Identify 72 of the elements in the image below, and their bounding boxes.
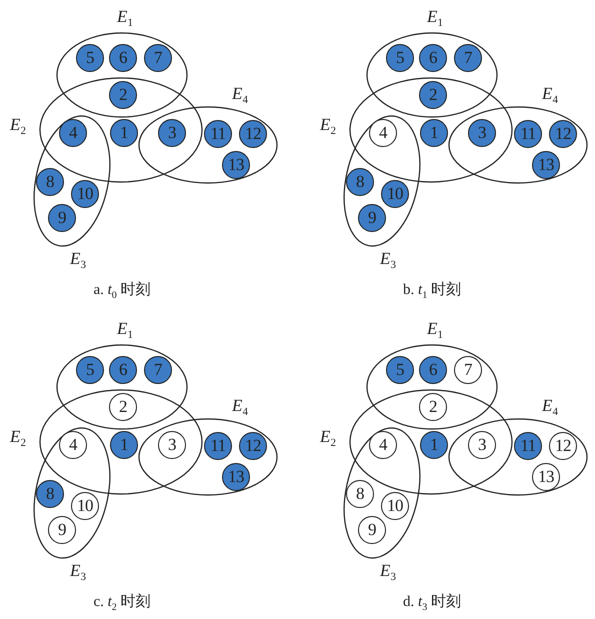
vertex-circle: 1 xyxy=(420,119,448,147)
vertex-circle: 8 xyxy=(346,168,374,196)
vertex-circle: 1 xyxy=(420,431,448,459)
vertex-circle: 4 xyxy=(59,431,87,459)
vertex-circle: 6 xyxy=(109,356,137,384)
vertex-circle: 13 xyxy=(222,463,250,491)
vertex-circle: 9 xyxy=(358,204,386,232)
vertex-circle: 13 xyxy=(532,463,560,491)
hyperedge-label: E$_{2}$ xyxy=(10,426,26,452)
vertex-circle: 3 xyxy=(158,431,186,459)
vertex-circle: 10 xyxy=(71,492,99,520)
hyperedge-label: E$_{3}$ xyxy=(70,248,86,274)
vertex-circle: 11 xyxy=(514,432,542,460)
panel-caption: a. t$_{0}$ 时刻 xyxy=(93,280,151,301)
vertex-circle: 7 xyxy=(144,356,172,384)
vertex-circle: 11 xyxy=(204,120,232,148)
hyperedge-label: E$_{2}$ xyxy=(320,426,336,452)
vertex-circle: 4 xyxy=(369,431,397,459)
vertex-circle: 5 xyxy=(386,44,414,72)
hyperedge-label: E$_{1}$ xyxy=(427,6,443,32)
hyperedge-label: E$_{2}$ xyxy=(10,114,26,140)
vertex-circle: 3 xyxy=(468,431,496,459)
vertex-circle: 2 xyxy=(419,81,447,109)
vertex-circle: 9 xyxy=(48,204,76,232)
vertex-circle: 7 xyxy=(144,44,172,72)
vertex-circle: 8 xyxy=(36,168,64,196)
vertex-circle: 3 xyxy=(158,119,186,147)
hyperedge-label: E$_{1}$ xyxy=(117,318,133,344)
vertex-circle: 4 xyxy=(59,119,87,147)
vertex-circle: 10 xyxy=(71,180,99,208)
vertex-circle: 7 xyxy=(454,44,482,72)
vertex-circle: 2 xyxy=(109,393,137,421)
panel-caption: d. t$_{3}$ 时刻 xyxy=(403,592,461,612)
vertex-circle: 12 xyxy=(239,120,267,148)
vertex-circle: 13 xyxy=(222,151,250,179)
vertex-circle: 6 xyxy=(109,44,137,72)
vertex-circle: 10 xyxy=(381,492,409,520)
vertex-circle: 2 xyxy=(109,81,137,109)
vertex-circle: 6 xyxy=(419,44,447,72)
vertex-circle: 5 xyxy=(386,356,414,384)
hyperedge-label: E$_{4}$ xyxy=(542,84,558,108)
vertex-circle: 4 xyxy=(369,119,397,147)
panel-caption: c. t$_{2}$ 时刻 xyxy=(93,592,151,612)
vertex-circle: 11 xyxy=(514,120,542,148)
vertex-circle: 6 xyxy=(419,356,447,384)
panel-caption: b. t$_{1}$ 时刻 xyxy=(403,280,461,301)
vertex-circle: 13 xyxy=(532,151,560,179)
vertex-circle: 9 xyxy=(48,516,76,544)
hyperedge-label: E$_{1}$ xyxy=(117,6,133,32)
hyperedge-label: E$_{3}$ xyxy=(380,560,396,586)
vertex-circle: 10 xyxy=(381,180,409,208)
vertex-circle: 8 xyxy=(36,480,64,508)
vertex-circle: 2 xyxy=(419,393,447,421)
vertex-circle: 5 xyxy=(76,44,104,72)
vertex-circle: 12 xyxy=(239,432,267,460)
vertex-circle: 12 xyxy=(549,120,577,148)
vertex-circle: 1 xyxy=(110,431,138,459)
vertex-circle: 12 xyxy=(549,432,577,460)
hyperedge-label: E$_{4}$ xyxy=(232,84,248,108)
vertex-circle: 11 xyxy=(204,432,232,460)
hyperedge-label: E$_{2}$ xyxy=(320,114,336,140)
hyperedge-label: E$_{4}$ xyxy=(542,396,558,420)
vertex-circle: 5 xyxy=(76,356,104,384)
vertex-circle: 3 xyxy=(468,119,496,147)
hyperedge-label: E$_{1}$ xyxy=(427,318,443,344)
hyperedge-label: E$_{3}$ xyxy=(70,560,86,586)
vertex-circle: 8 xyxy=(346,480,374,508)
hyperedge-label: E$_{4}$ xyxy=(232,396,248,420)
vertex-circle: 7 xyxy=(454,356,482,384)
vertex-circle: 9 xyxy=(358,516,386,544)
vertex-circle: 1 xyxy=(110,119,138,147)
hyperedge-label: E$_{3}$ xyxy=(380,248,396,274)
